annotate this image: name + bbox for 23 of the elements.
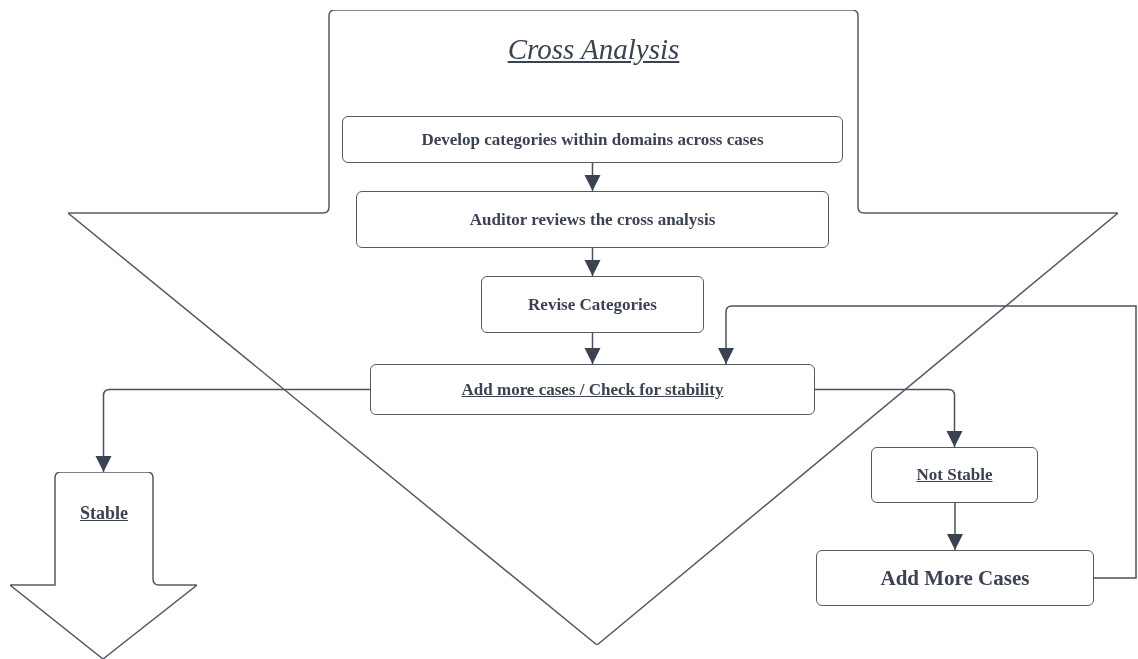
- node-label: Stable: [80, 503, 128, 523]
- arrow: [95, 388, 371, 473]
- node-label: Not Stable: [916, 464, 993, 486]
- large-down-arrow: [68, 10, 1118, 645]
- arrow: [584, 247, 601, 277]
- node-label: Add More Cases: [880, 564, 1030, 592]
- arrow: [814, 388, 963, 448]
- node-label: Add more cases / Check for stability: [461, 378, 724, 401]
- process-box: [370, 364, 815, 415]
- node-label: Auditor reviews the cross analysis: [469, 208, 716, 231]
- title: Cross Analysis: [506, 32, 681, 67]
- process-box: [481, 276, 704, 333]
- arrow: [584, 332, 601, 365]
- process-box: [816, 550, 1094, 606]
- arrow: [584, 162, 601, 192]
- node-label: Develop categories within domains across cases: [421, 128, 764, 151]
- node-label: Revise Categories: [528, 293, 657, 316]
- process-box: [871, 447, 1038, 503]
- process-box: [356, 191, 829, 248]
- arrow: [718, 305, 1137, 579]
- down-arrow-shape: [10, 472, 197, 659]
- arrow: [947, 502, 963, 551]
- process-box: [342, 116, 843, 163]
